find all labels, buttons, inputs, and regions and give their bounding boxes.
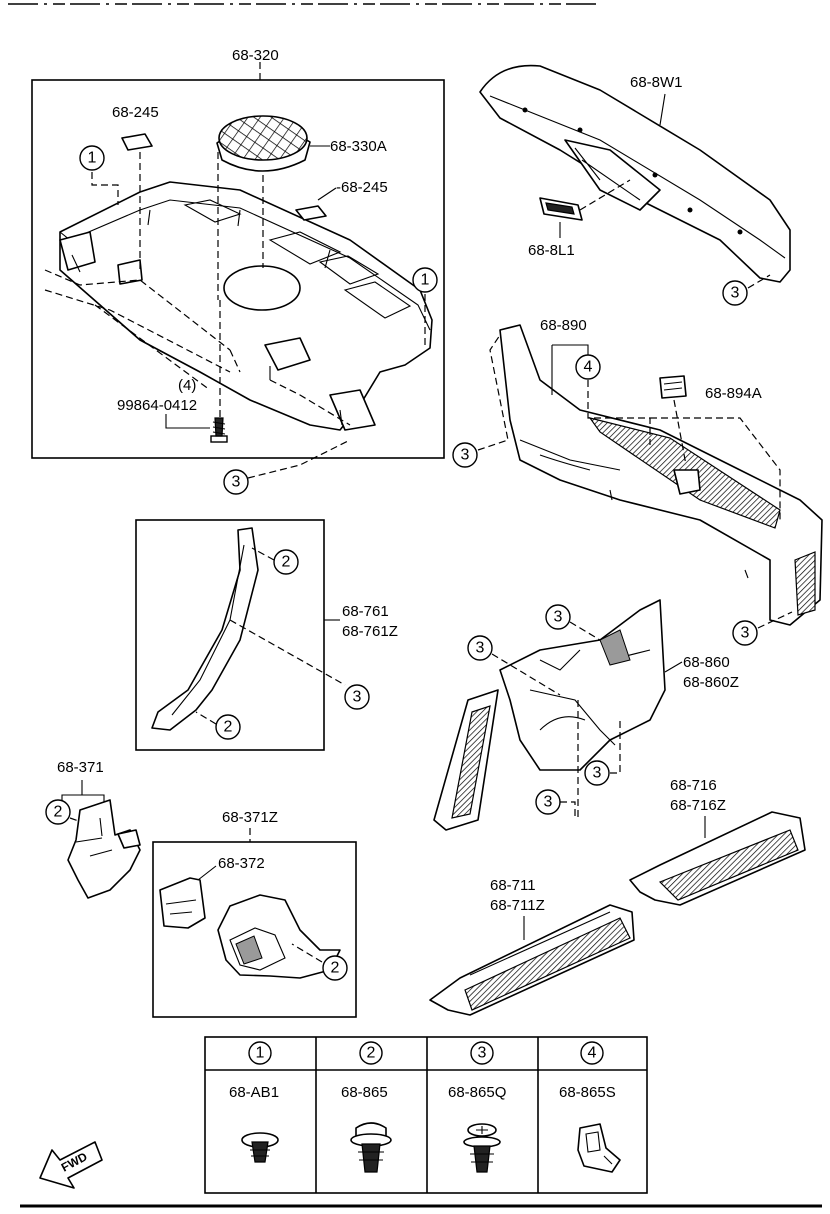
svg-text:1: 1 <box>421 272 430 289</box>
callout-3-quarter-left <box>467 635 493 661</box>
label-rh-trim-group: 68-371Z <box>222 809 278 826</box>
quarter-trim-group: 68-860 68-860Z 3 3 3 3 <box>433 599 739 831</box>
callout-2-lh <box>45 799 71 825</box>
shelf-screw[interactable] <box>210 417 228 443</box>
svg-text:2: 2 <box>282 554 291 571</box>
shelf-clip-left[interactable] <box>121 133 153 151</box>
speaker-hole <box>223 265 301 311</box>
svg-text:3: 3 <box>478 1045 487 1062</box>
label-quarter-trim-alt: 68-860Z <box>683 674 739 691</box>
label-quarter-trim: 68-860 <box>683 654 730 671</box>
svg-text:2: 2 <box>224 719 233 736</box>
callout-2-pillar-bottom <box>215 714 241 740</box>
shelf-clip-right[interactable] <box>295 205 327 221</box>
callout-2-rh <box>322 955 348 981</box>
label-screw-qty: (4) <box>178 377 196 394</box>
fastener-2-part: 68-865 <box>341 1084 388 1101</box>
fwd-arrow-icon: FWD <box>39 1141 103 1189</box>
svg-text:3: 3 <box>731 285 740 302</box>
rear-scuff-plate-group: 68-716 68-716Z <box>629 777 806 906</box>
svg-text:3: 3 <box>461 447 470 464</box>
lh-trim-group: 68-371 2 <box>45 759 141 899</box>
pillar-trim[interactable] <box>151 527 259 731</box>
fastener-col-1: 1 68-AB1 <box>229 1041 279 1163</box>
fastener-3-part: 68-865Q <box>448 1084 506 1101</box>
callout-2-pillar-top <box>273 549 299 575</box>
label-pillar-trim-alt: 68-761Z <box>342 623 398 640</box>
fastener-col-3: 3 68-865Q <box>448 1041 506 1173</box>
svg-text:1: 1 <box>88 150 97 167</box>
label-side-trim: 68-890 <box>540 317 587 334</box>
callout-4-side <box>575 354 601 380</box>
svg-text:3: 3 <box>476 640 485 657</box>
label-rear-plate-alt: 68-716Z <box>670 797 726 814</box>
side-trim-clip[interactable] <box>659 375 687 399</box>
svg-text:3: 3 <box>554 609 563 626</box>
side-trim-panel[interactable] <box>499 324 823 626</box>
callout-3-upper <box>722 280 748 306</box>
svg-text:3: 3 <box>741 625 750 642</box>
quarter-trim[interactable] <box>499 599 666 771</box>
rh-trim-group: 68-371Z 68-372 2 <box>152 809 357 1018</box>
fastener-col-4: 4 68-865S <box>559 1041 621 1173</box>
shelf-group-frame <box>31 79 445 459</box>
label-speaker-grille: 68-330A <box>330 138 387 155</box>
label-front-plate: 68-711 <box>490 877 536 894</box>
label-front-plate-alt: 68-711Z <box>490 897 545 914</box>
callout-1-right <box>412 267 438 293</box>
svg-text:2: 2 <box>367 1045 376 1062</box>
label-upper-trim: 68-8W1 <box>630 74 683 91</box>
fastener-1-part: 68-AB1 <box>229 1084 279 1101</box>
callout-3-quarter-top <box>545 604 571 630</box>
rh-trim-frame <box>152 841 357 1018</box>
label-shelf-clip-right: -68-245 <box>336 179 388 196</box>
front-scuff-plate-group: 68-711 68-711Z <box>429 877 635 1016</box>
side-trim-group: 68-890 4 68-894A 3 3 <box>452 317 823 646</box>
label-rear-plate: 68-716 <box>670 777 717 794</box>
pillar-trim-group: 2 2 3 68-761 68-761Z <box>135 519 398 751</box>
rear-shelf-group: 68-320 68-330A 68-245 -68-245 1 <box>31 47 445 495</box>
callout-1-left <box>79 145 105 171</box>
label-upper-trim-lamp: 68-8L1 <box>528 242 575 259</box>
callout-3-shelf <box>223 469 249 495</box>
label-side-trim-clip: 68-894A <box>705 385 762 402</box>
label-shelf-clip-left: 68-245 <box>112 104 159 121</box>
callout-3-quarter-right <box>584 760 610 786</box>
clip-865-icon <box>350 1122 392 1173</box>
lh-trim[interactable] <box>67 799 141 899</box>
svg-text:3: 3 <box>593 765 602 782</box>
callout-3-pillar <box>344 684 370 710</box>
clip-865s-icon <box>577 1123 621 1173</box>
fastener-table: 1 68-AB1 2 68-865 3 68-865Q <box>204 1036 648 1194</box>
svg-text:4: 4 <box>584 359 593 376</box>
upper-trim-group: 68-8W1 68-8L1 3 <box>479 64 791 306</box>
fastener-col-2: 2 68-865 <box>341 1041 392 1173</box>
clip-865q-icon <box>463 1123 501 1173</box>
svg-text:3: 3 <box>232 474 241 491</box>
label-lh-trim: 68-371 <box>57 759 104 776</box>
label-shelf-group: 68-320 <box>232 47 279 64</box>
svg-text:4: 4 <box>588 1045 597 1062</box>
clip-ab1-icon <box>241 1132 279 1163</box>
svg-text:2: 2 <box>54 804 63 821</box>
pillar-trim-frame <box>135 519 325 751</box>
svg-text:3: 3 <box>544 794 553 811</box>
svg-text:2: 2 <box>331 960 340 977</box>
label-screw: 99864-0412 <box>117 397 197 414</box>
label-rh-trim: 68-372 <box>218 855 265 872</box>
rh-trim-piece[interactable] <box>159 877 206 929</box>
callout-3-side-left <box>452 442 478 468</box>
svg-text:3: 3 <box>353 689 362 706</box>
callout-3-side-right <box>732 620 758 646</box>
label-pillar-trim: 68-761 <box>342 603 389 620</box>
fastener-4-part: 68-865S <box>559 1084 616 1101</box>
svg-text:1: 1 <box>256 1045 265 1062</box>
